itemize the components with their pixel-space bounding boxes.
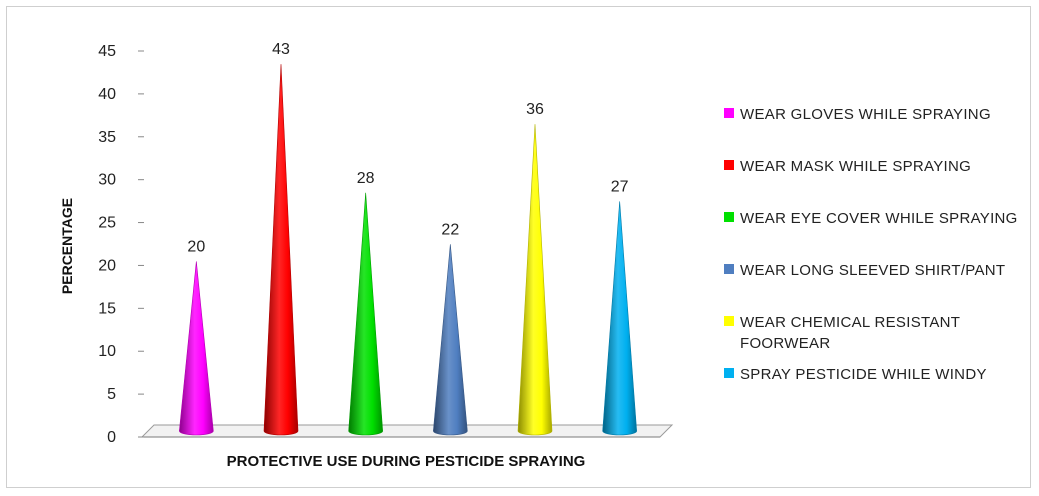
legend-item: WEAR LONG SLEEVED SHIRT/PANT <box>724 260 1034 312</box>
bar-3 <box>348 192 383 436</box>
bar-5 <box>517 124 553 436</box>
legend-item: WEAR MASK WHILE SPRAYING <box>724 156 1034 208</box>
y-tick-label: 0 <box>107 429 116 446</box>
legend-swatch <box>724 108 734 118</box>
legend-label: WEAR CHEMICAL RESISTANT FOORWEAR <box>740 314 960 352</box>
bar-cone <box>263 64 299 436</box>
bar-cone <box>602 201 637 436</box>
legend-item: WEAR EYE COVER WHILE SPRAYING <box>724 208 1034 260</box>
legend-label: WEAR MASK WHILE SPRAYING <box>740 158 972 175</box>
x-axis-title: PROTECTIVE USE DURING PESTICIDE SPRAYING <box>227 453 586 470</box>
y-tick-label: 15 <box>98 300 116 317</box>
legend-swatch <box>724 264 734 274</box>
y-tick-label: 40 <box>98 86 116 103</box>
y-tick-label: 10 <box>98 343 116 360</box>
y-tick-label: 45 <box>98 43 116 60</box>
bar-cone <box>348 192 383 436</box>
bar-cone <box>433 244 468 436</box>
legend: WEAR GLOVES WHILE SPRAYING WEAR MASK WHIL… <box>724 104 1034 416</box>
legend-label: SPRAY PESTICIDE WHILE WINDY <box>740 366 987 383</box>
chart-floor-plane <box>140 424 674 438</box>
data-labels: 20 43 28 22 36 27 <box>187 41 628 255</box>
y-tick-label: 35 <box>98 129 116 146</box>
legend-item: SPRAY PESTICIDE WHILE WINDY <box>724 364 1034 416</box>
legend-label: WEAR LONG SLEEVED SHIRT/PANT <box>740 262 1006 279</box>
chart-frame <box>6 6 1031 488</box>
legend-item: WEAR GLOVES WHILE SPRAYING <box>724 104 1034 156</box>
bar-cone <box>179 261 214 436</box>
legend-swatch <box>724 316 734 326</box>
legend-item: WEAR CHEMICAL RESISTANT FOORWEAR <box>724 312 1034 364</box>
bar-4 <box>433 244 468 436</box>
data-label: 27 <box>611 178 629 195</box>
data-label: 28 <box>357 170 375 187</box>
y-axis-title: PERCENTAGE <box>59 198 75 294</box>
y-tick-label: 5 <box>107 386 116 403</box>
legend-swatch <box>724 368 734 378</box>
data-label: 43 <box>272 41 290 58</box>
y-tick-label: 30 <box>98 172 116 189</box>
bar-series <box>179 64 637 436</box>
legend-label: WEAR EYE COVER WHILE SPRAYING <box>740 210 1018 227</box>
y-tick-label: 20 <box>98 257 116 274</box>
data-label: 20 <box>187 238 205 255</box>
y-tick-label: 25 <box>98 215 116 232</box>
data-label: 22 <box>441 221 459 238</box>
bar-6 <box>602 201 637 436</box>
y-axis: 0 5 10 15 20 25 30 35 40 45 <box>98 43 144 446</box>
legend-label: WEAR GLOVES WHILE SPRAYING <box>740 106 991 123</box>
legend-swatch <box>724 160 734 170</box>
bar-cone <box>517 124 553 436</box>
bar-2 <box>263 64 299 436</box>
chart-floor <box>140 424 674 438</box>
data-label: 36 <box>526 101 544 118</box>
legend-swatch <box>724 212 734 222</box>
bar-1 <box>179 261 214 436</box>
